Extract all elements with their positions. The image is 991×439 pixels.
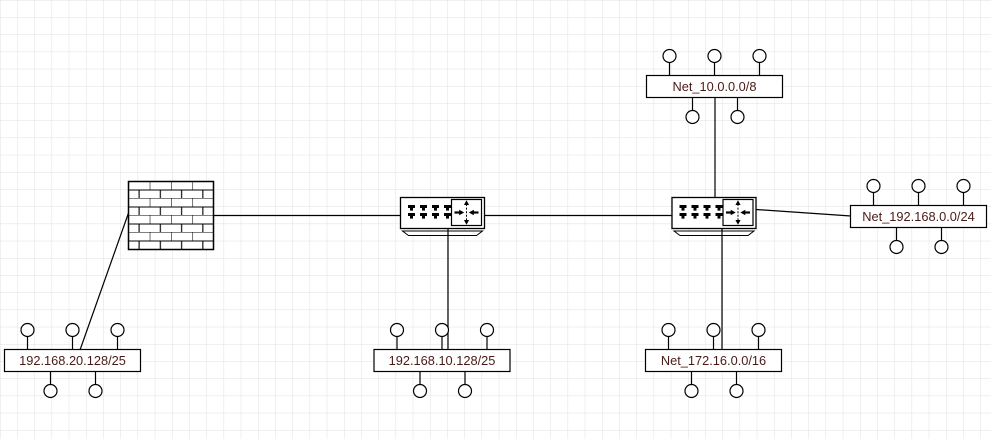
network-label: 192.168.20.128/25 <box>19 353 126 368</box>
network-segment-net172[interactable]: Net_172.16.0.0/16 <box>644 322 783 399</box>
network-segment-net10[interactable]: Net_10.0.0.0/8 <box>645 48 784 125</box>
network-label: 192.168.10.128/25 <box>389 353 496 368</box>
network-label: Net_172.16.0.0/16 <box>661 353 766 368</box>
network-segment-net20-128[interactable]: 192.168.20.128/25 <box>3 322 142 399</box>
connector-firewall-net20[interactable] <box>79 212 130 351</box>
network-segment-net192[interactable]: Net_192.168.0.0/24 <box>849 178 988 255</box>
brick-wall-icon <box>127 180 215 251</box>
network-segment-net10-128[interactable]: 192.168.10.128/25 <box>373 322 511 399</box>
network-label: Net_192.168.0.0/24 <box>862 209 974 224</box>
connector-layer <box>79 97 852 351</box>
network-label: Net_10.0.0.0/8 <box>673 79 757 94</box>
connector-router-right-net192[interactable] <box>755 208 852 217</box>
firewall-node[interactable] <box>127 180 215 251</box>
